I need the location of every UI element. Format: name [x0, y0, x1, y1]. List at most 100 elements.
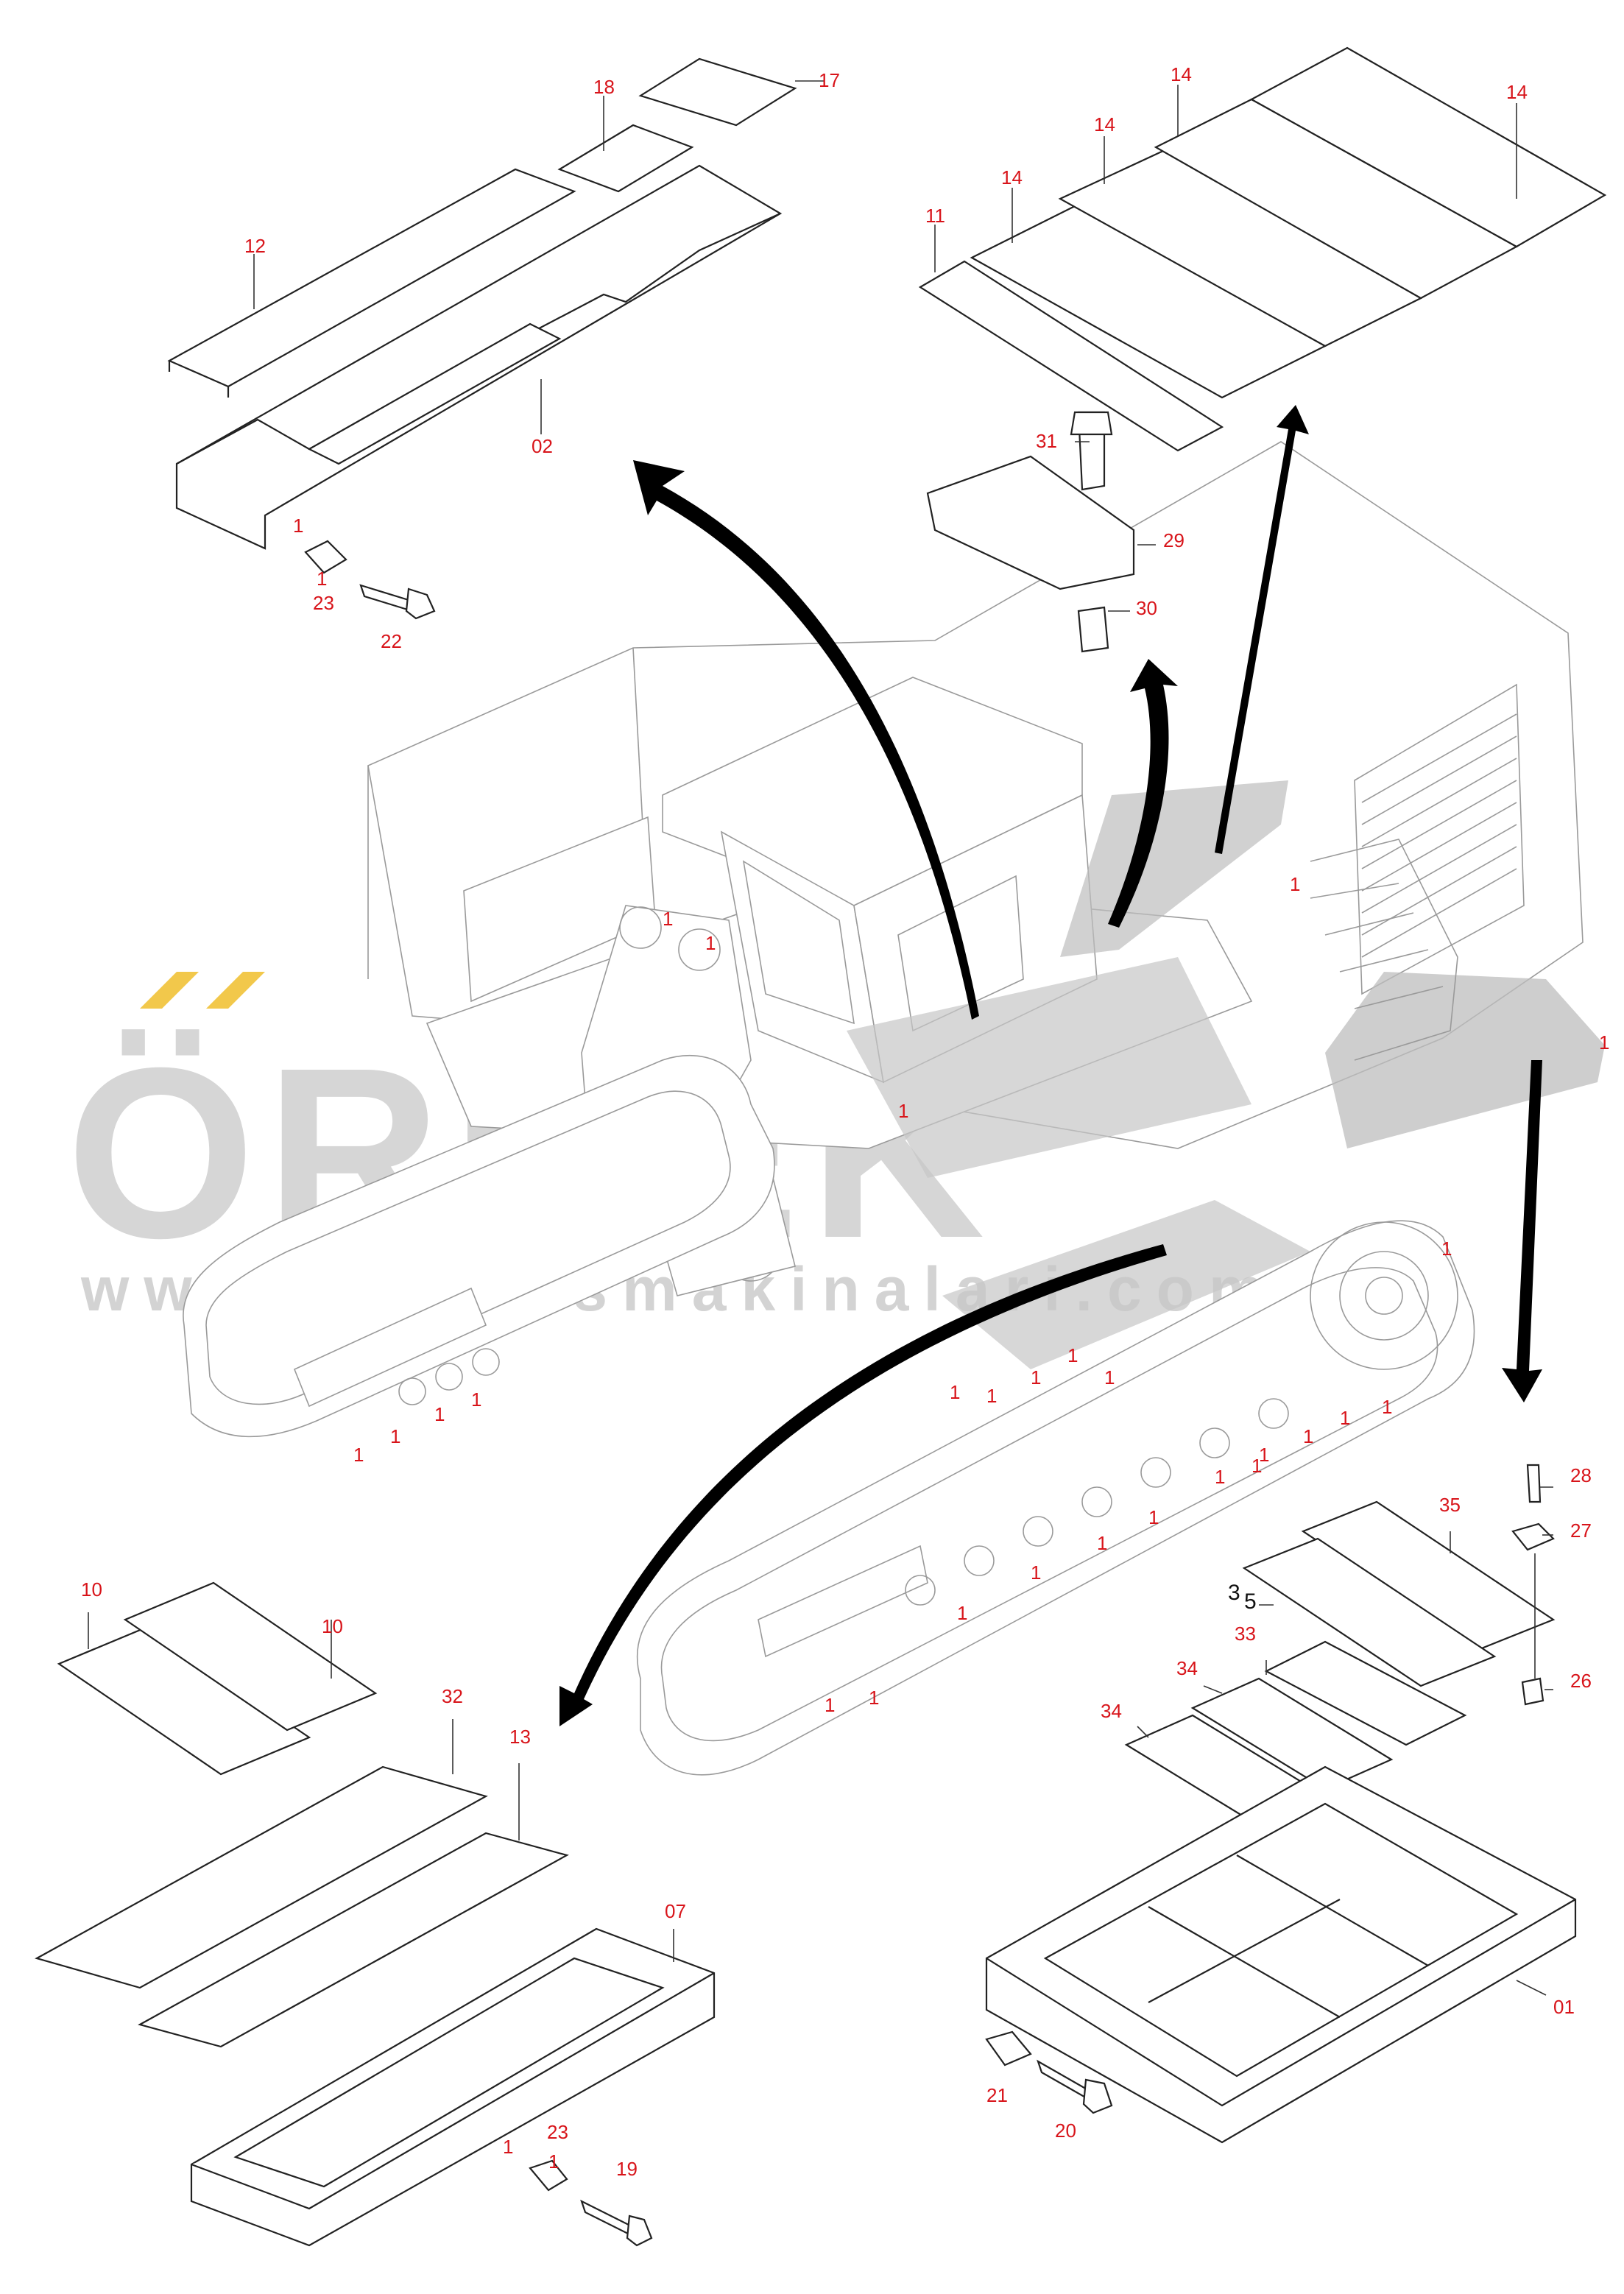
assembly-bottom-right [985, 1464, 1577, 2144]
callout-1: 1 [1067, 1344, 1078, 1366]
callout-34-a: 34 [1176, 1657, 1198, 1679]
callout-1: 1 [898, 1100, 908, 1122]
callout-34-b: 34 [1101, 1700, 1122, 1722]
callout-1: 1 [950, 1381, 960, 1403]
callout-1: 1 [663, 908, 673, 930]
bolt-22 [359, 584, 414, 613]
callout-1: 1 [1097, 1532, 1107, 1554]
callout-21: 21 [986, 2084, 1008, 2106]
callout-labels: 01 02 07 10 10 11 12 13 14 14 14 14 17 1… [81, 63, 1609, 2180]
direction-arrows [559, 405, 1542, 1726]
panel-13 [138, 1832, 569, 2048]
callout-1: 1 [825, 1694, 835, 1716]
panel-32 [35, 1765, 488, 1989]
callout-14-c: 14 [1171, 63, 1192, 85]
callout-12: 12 [244, 235, 266, 257]
callout-14-a: 14 [1001, 166, 1023, 188]
callout-1: 1 [471, 1388, 481, 1411]
left-track [183, 1054, 775, 1438]
callout-1: 1 [1340, 1407, 1350, 1429]
watermark-accent-mark [206, 972, 265, 1009]
callout-02: 02 [532, 435, 553, 457]
walkway-platform [847, 957, 1251, 1178]
arrow-to-bottom-right-frame [1502, 1060, 1542, 1402]
callout-1: 1 [1259, 1444, 1269, 1466]
callout-10-a: 10 [81, 1578, 102, 1600]
callout-1: 1 [1599, 1031, 1609, 1054]
callout-1: 1 [317, 568, 327, 590]
callout-23-b: 23 [547, 2121, 568, 2143]
callout-1: 1 [548, 2150, 559, 2173]
callout-31: 31 [1036, 430, 1057, 452]
callout-27: 27 [1570, 1520, 1592, 1542]
right-track [636, 1220, 1475, 1776]
callout-30: 30 [1136, 597, 1157, 619]
callout-19: 19 [616, 2158, 638, 2180]
excavator-overview [183, 441, 1605, 1776]
walkway-platform [1325, 972, 1605, 1148]
callout-18: 18 [593, 76, 615, 98]
callout-1: 1 [1290, 873, 1300, 895]
callout-35-split-3: 3 [1228, 1581, 1240, 1605]
cover-plate-18 [557, 124, 694, 193]
fastener-27 [1511, 1522, 1555, 1551]
callout-14-d: 14 [1506, 81, 1528, 103]
leader-lines [88, 80, 1553, 1996]
assembly-top-right [918, 46, 1607, 653]
callout-1: 1 [434, 1403, 445, 1425]
panel-35-b [1242, 1537, 1497, 1687]
spacer-23 [304, 540, 347, 574]
callout-1: 1 [957, 1602, 967, 1624]
cover-plate-17 [638, 57, 797, 127]
callout-32: 32 [442, 1685, 463, 1707]
callout-10-b: 10 [322, 1615, 343, 1637]
walkway-platform [942, 1200, 1310, 1369]
callout-01: 01 [1553, 1996, 1575, 2018]
panel-10-b [123, 1581, 378, 1732]
callout-1: 1 [503, 2136, 513, 2158]
callout-35-split-5: 5 [1244, 1589, 1257, 1614]
callout-13: 13 [509, 1726, 531, 1748]
arrow-to-step-bracket [1108, 659, 1178, 928]
callout-1: 1 [1104, 1366, 1115, 1388]
assembly-top-left [167, 57, 797, 620]
callout-29: 29 [1163, 529, 1185, 551]
callout-1: 1 [1031, 1366, 1041, 1388]
callout-1: 1 [390, 1425, 400, 1447]
callout-28: 28 [1570, 1464, 1592, 1486]
callout-1: 1 [1251, 1455, 1262, 1477]
panel-34-a [1190, 1677, 1394, 1790]
callout-1: 1 [353, 1444, 364, 1466]
panel-33 [1264, 1640, 1467, 1746]
callout-1: 1 [293, 515, 303, 537]
arrow-to-top-right-panels [1215, 405, 1309, 854]
assembly-bottom-left [35, 1581, 716, 2247]
callout-1: 1 [1303, 1425, 1313, 1447]
cover-plate-12 [167, 168, 576, 388]
watermark-accent-mark [140, 972, 199, 1009]
callout-1: 1 [1148, 1506, 1159, 1528]
callout-1: 1 [869, 1687, 879, 1709]
panel-11 [918, 260, 1224, 452]
bushing-30 [1077, 606, 1109, 653]
operator-cab [662, 677, 1098, 1084]
callout-07: 07 [665, 1900, 686, 1922]
access-ladder [1310, 839, 1458, 1061]
callout-1: 1 [986, 1385, 997, 1407]
step-bracket-29 [926, 455, 1135, 590]
callout-17: 17 [819, 69, 840, 91]
callout-22: 22 [381, 630, 402, 652]
callout-26: 26 [1570, 1670, 1592, 1692]
callout-1: 1 [1215, 1466, 1225, 1488]
callout-33: 33 [1235, 1623, 1256, 1645]
bolt-28 [1526, 1464, 1542, 1503]
callout-1: 1 [1031, 1561, 1041, 1584]
panel-10-a [57, 1626, 311, 1776]
callout-1: 1 [1441, 1238, 1452, 1260]
callout-23-a: 23 [313, 592, 334, 614]
spacer-23-b [529, 2159, 568, 2192]
callout-14-b: 14 [1094, 113, 1115, 135]
callout-1: 1 [1382, 1396, 1392, 1418]
bushing-26 [1521, 1677, 1544, 1706]
